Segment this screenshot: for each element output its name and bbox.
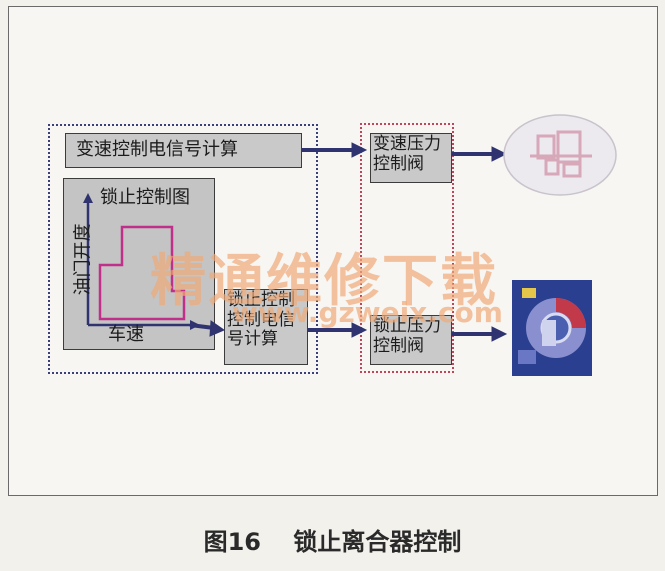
torque-converter-image [512,280,592,376]
lockup-signal-calc-box: 锁止控制 控制电信 号计算 [224,289,308,365]
valve-group-outline [360,123,454,373]
lockup-signal-line-1: 锁止控制 [227,290,295,310]
controller-group-outline [48,124,318,374]
arrow-lockup-calc-to-valve [308,322,368,338]
chart-graphic [83,193,200,330]
watermark-text: 精通维修下载 [150,248,498,314]
lockup-signal-line-2: 控制电信 [227,309,295,330]
shift-valve-line-1: 变速压力 [373,134,441,154]
lockup-valve-line-2: 控制阀 [373,335,424,356]
lockup-control-chart: 锁止控制图 油门开度 车速 [63,178,215,350]
shift-signal-calc-label: 变速控制电信号计算 [76,139,238,160]
arrow-lockup-valve-to-converter [452,326,508,342]
chart-x-axis-label: 车速 [108,324,144,345]
lockup-signal-line-3: 号计算 [227,329,278,350]
chart-title: 锁止控制图 [100,187,190,208]
shift-pressure-valve-box: 变速压力 控制阀 [370,133,452,183]
shift-valve-line-2: 控制阀 [373,153,424,174]
watermark-url: www.gzweix.com [232,296,503,329]
shift-signal-calc-box: 变速控制电信号计算 [65,133,302,168]
lockup-pressure-valve-box: 锁止压力 控制阀 [370,315,452,365]
figure-title: 锁止离合器控制 [293,528,462,556]
lockup-valve-line-1: 锁止压力 [373,316,441,336]
arrow-shift-to-valve [302,142,368,158]
arrow-shift-valve-to-gearbox [452,146,508,162]
figure-caption: 图16 锁止离合器控制 [0,522,665,557]
arrow-chart-to-lockup-calc [189,320,226,337]
gearbox-image [503,114,617,196]
figure-number: 图16 [203,528,262,556]
